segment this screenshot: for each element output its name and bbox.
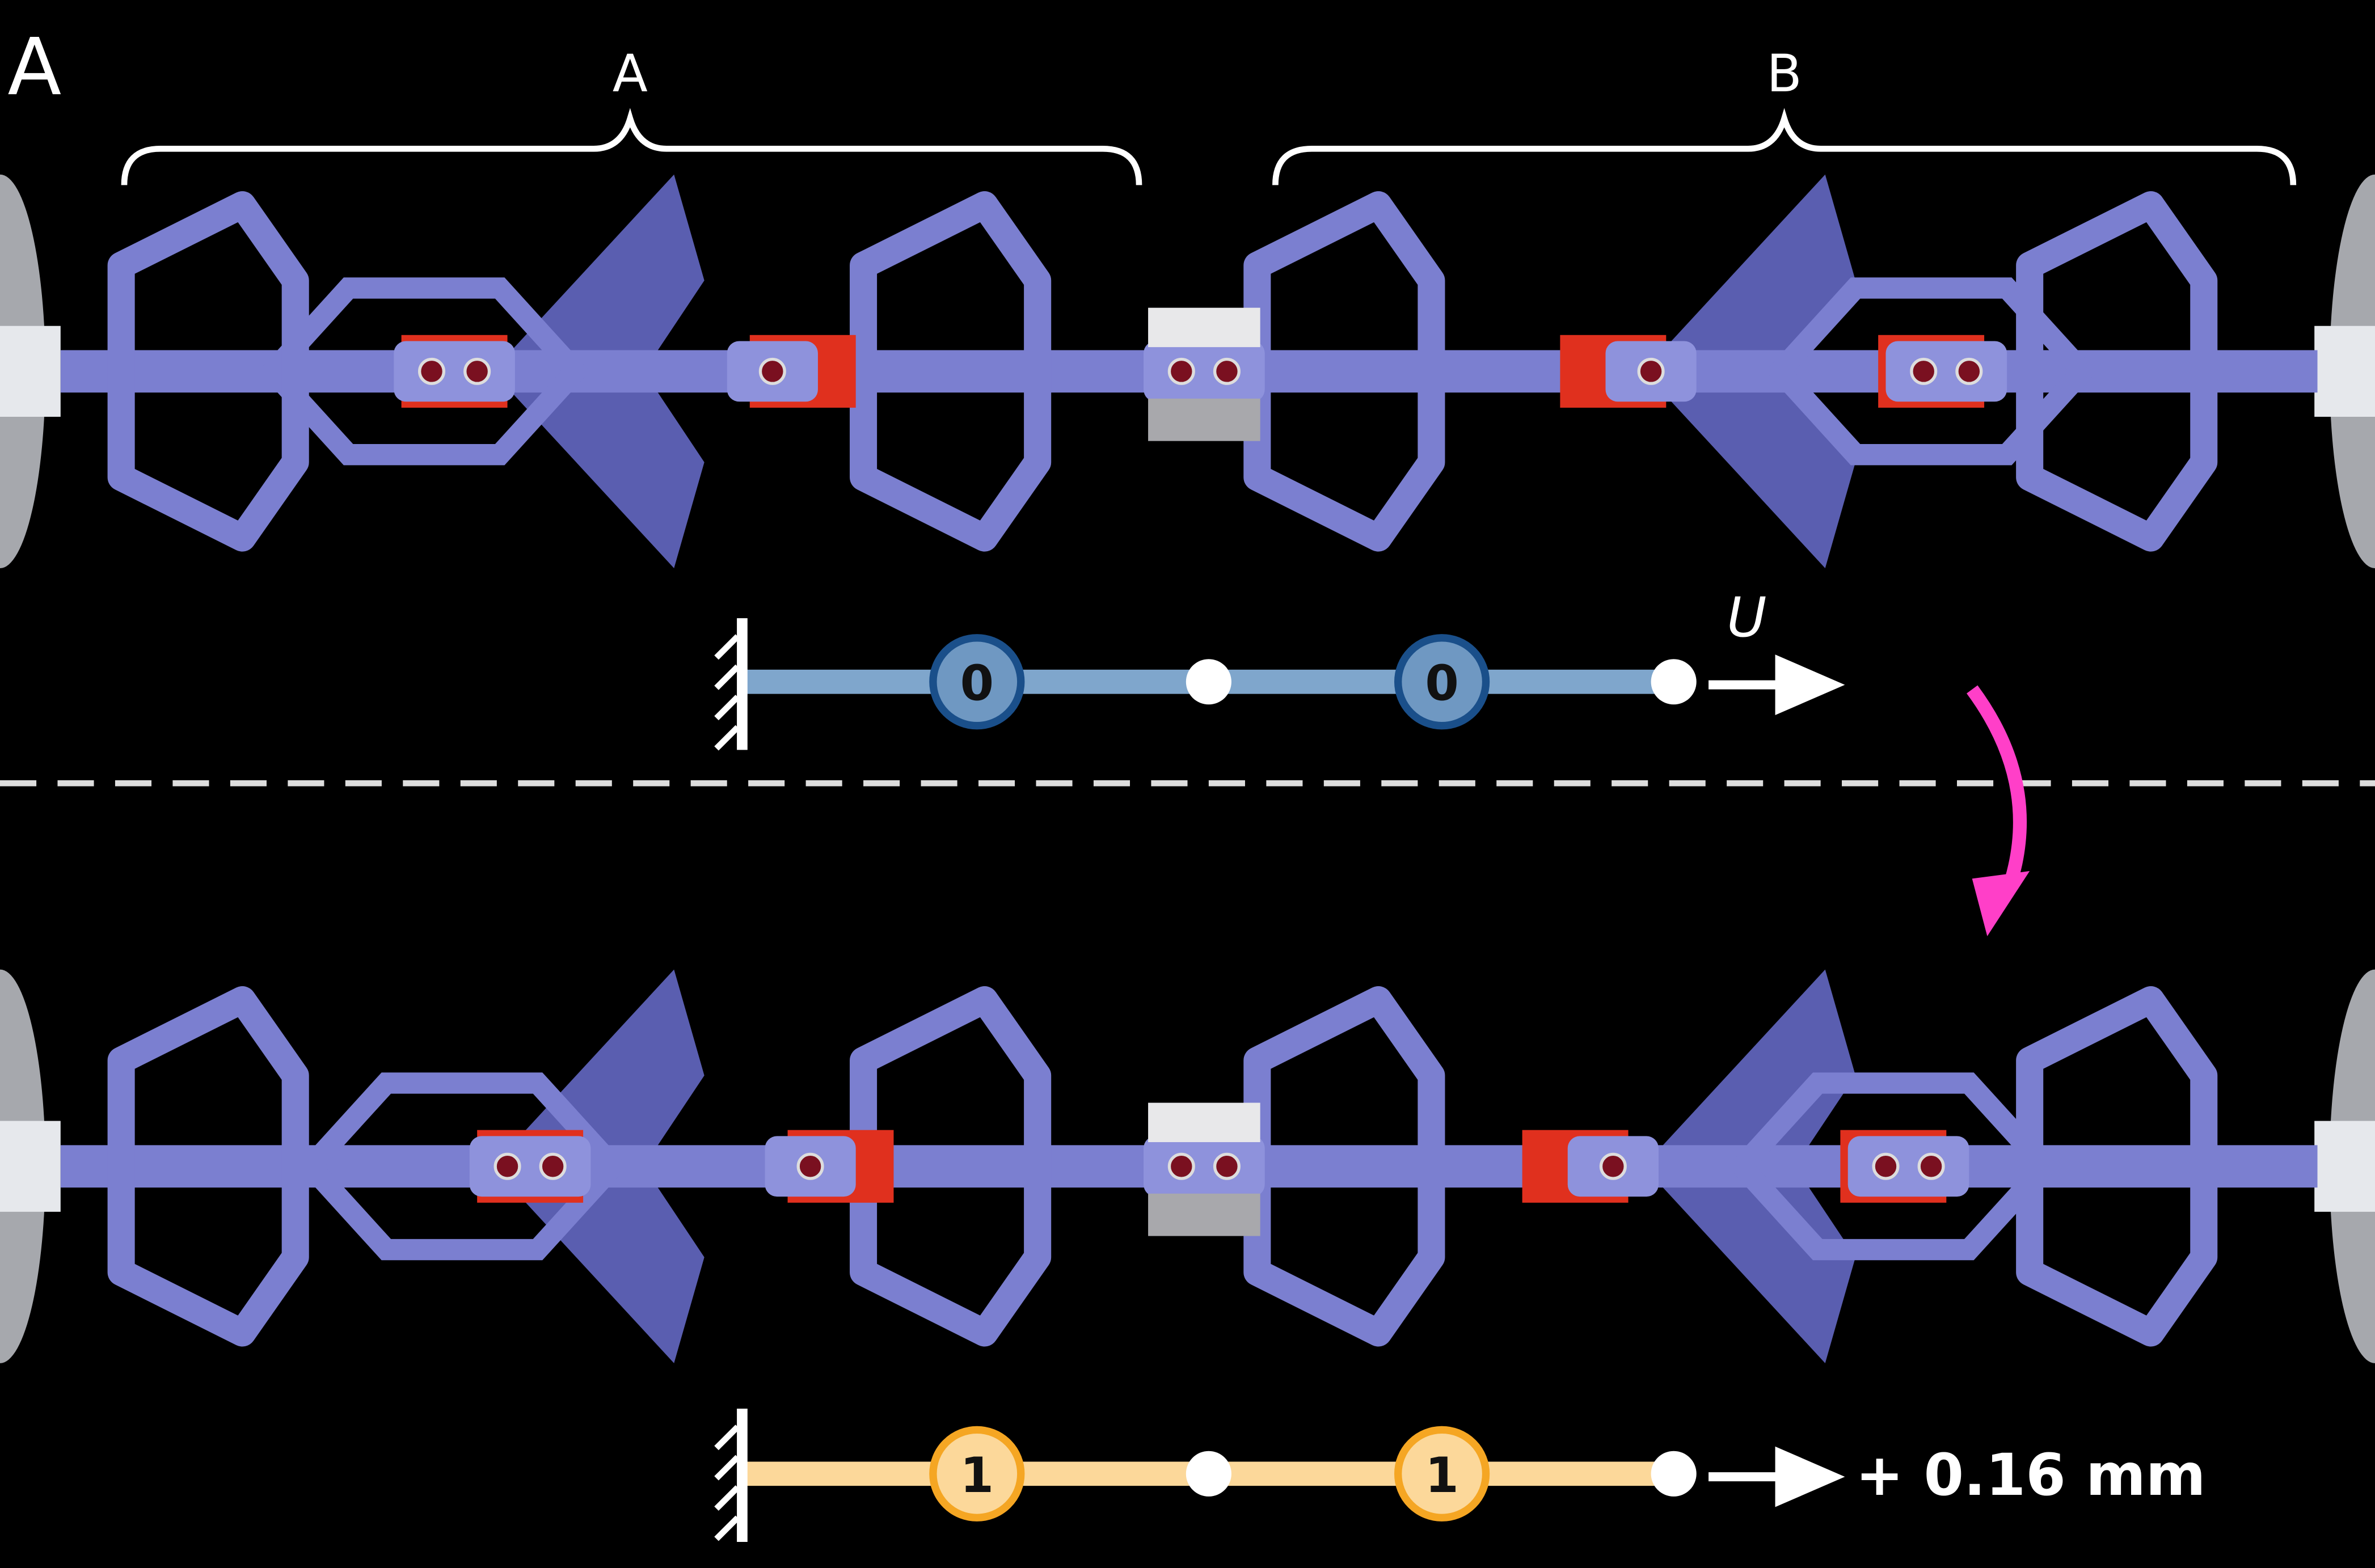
pentagon-cell: [107, 191, 309, 552]
pentagon-cell: [850, 191, 1052, 552]
joint-node: [1186, 1451, 1231, 1497]
hexagon-cell: [1727, 1072, 2060, 1261]
pin-hole: [1213, 1152, 1241, 1180]
pin-hole: [1599, 1152, 1627, 1180]
bit-node: 0: [929, 634, 1025, 730]
fixed-support-icon: [714, 618, 748, 751]
svg-text:0: 0: [1425, 656, 1458, 712]
hexagon-cell: [296, 1072, 628, 1261]
brace-b-label: B: [1766, 44, 1802, 104]
pin-hole: [417, 357, 446, 385]
brace-a-label: A: [613, 44, 648, 104]
metamaterial-photo-bottom: [0, 969, 2375, 1363]
connector-pad: [1847, 1136, 1969, 1197]
bit-node: 1: [929, 1426, 1025, 1521]
pin-hole: [796, 1152, 824, 1180]
displacement-symbol: U: [1727, 586, 1766, 649]
center-block: [1148, 398, 1260, 441]
pin-hole: [539, 1152, 567, 1180]
pentagon-cell: [2016, 191, 2218, 552]
pentagon-cell: [850, 986, 1052, 1347]
connector-pad: [1144, 341, 1265, 402]
pin-hole: [1872, 1152, 1900, 1180]
pin-hole: [463, 357, 491, 385]
pentagon-cell: [2016, 986, 2218, 1347]
pin-hole: [1917, 1152, 1945, 1180]
joint-node: [1186, 659, 1231, 705]
metamaterial-photo-top: [0, 174, 2375, 568]
bit-node: 1: [1394, 1426, 1490, 1521]
connector-pad: [469, 1136, 591, 1197]
brace-b: B: [1272, 44, 2297, 185]
bit-node: 0: [1394, 634, 1490, 730]
connector-pad: [1885, 341, 2007, 402]
end-clamp: [2314, 326, 2375, 417]
end-node: [1651, 659, 1697, 705]
arrow-right-icon: [1709, 1446, 1845, 1507]
displacement-label: + 0.16 mm: [1855, 1442, 2205, 1508]
pin-hole: [1167, 1152, 1195, 1180]
center-block: [1148, 1193, 1260, 1236]
pin-hole: [1910, 357, 1938, 385]
pentagon-cell: [1243, 986, 1445, 1347]
svg-text:1: 1: [960, 1448, 994, 1504]
hexagon-cell: [258, 277, 590, 466]
transition-arrow-icon: [1967, 685, 2030, 936]
arrow-right-icon: [1709, 654, 1845, 716]
pin-hole: [758, 357, 786, 385]
pentagon-cell: [1243, 191, 1445, 552]
state-diagram-bottom: 1 1 + 0.16 mm: [714, 1408, 2206, 1542]
svg-text:1: 1: [1425, 1448, 1458, 1504]
hexagon-cell: [1765, 277, 2097, 466]
center-block: [1148, 307, 1260, 348]
pin-hole: [493, 1152, 521, 1180]
pentagon-cell: [107, 986, 309, 1347]
center-block: [1148, 1102, 1260, 1143]
end-clamp: [0, 1121, 61, 1212]
brace-a: A: [121, 44, 1142, 185]
state-diagram-top: 0 0 U: [714, 586, 1845, 751]
pin-hole: [1955, 357, 1983, 385]
fixed-support-icon: [714, 1408, 748, 1542]
end-clamp: [2314, 1121, 2375, 1212]
connector-pad: [1144, 1136, 1265, 1197]
panel-label: A: [7, 21, 61, 113]
pin-hole: [1213, 357, 1241, 385]
end-node: [1651, 1451, 1697, 1497]
pin-hole: [1637, 357, 1665, 385]
pin-hole: [1167, 357, 1195, 385]
svg-text:0: 0: [960, 656, 994, 712]
connector-pad: [394, 341, 515, 402]
end-clamp: [0, 326, 61, 417]
